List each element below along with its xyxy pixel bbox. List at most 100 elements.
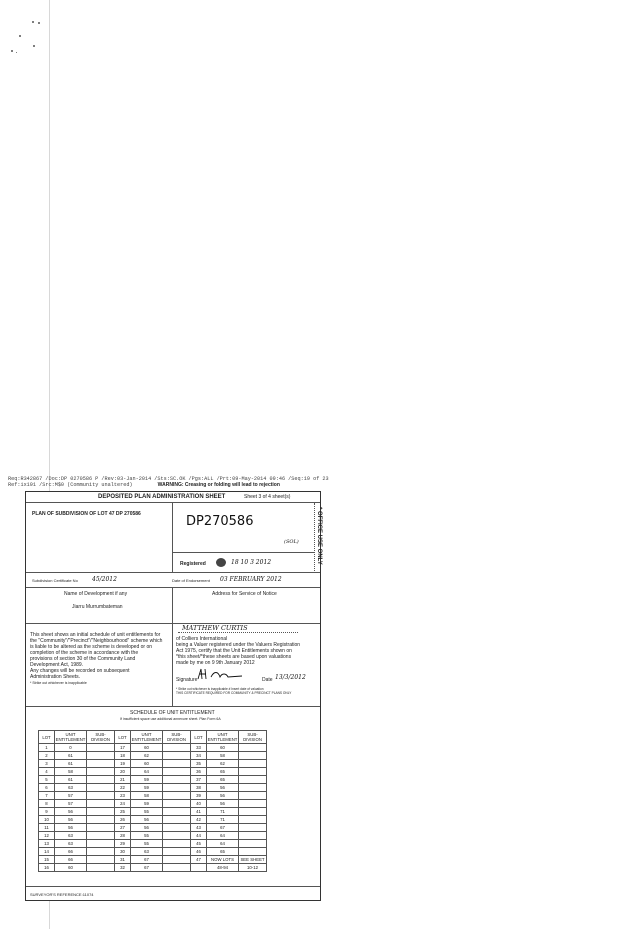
table-cell: 45 — [190, 839, 207, 848]
valuer-signature — [197, 668, 243, 680]
table-cell — [86, 775, 115, 784]
table-cell: 62 — [206, 759, 239, 768]
table-cell — [86, 807, 115, 816]
surveyor-reference: SURVEYOR'S REFERENCE:11074 — [30, 892, 94, 897]
table-cell: 64 — [130, 767, 163, 776]
table-cell: 55 — [130, 831, 163, 840]
table-cell: 19 — [114, 759, 131, 768]
table-cell: 16 — [38, 863, 55, 872]
scan-speck — [11, 50, 13, 52]
table-cell: 7 — [38, 791, 55, 800]
table-cell: 65 — [206, 775, 239, 784]
table-cell — [238, 799, 267, 808]
table-cell: 25 — [114, 807, 131, 816]
table-cell — [190, 863, 207, 872]
table-cell — [238, 775, 267, 784]
table-cell: 61 — [54, 775, 87, 784]
table-cell: 63 — [54, 839, 87, 848]
table-cell: 14 — [38, 847, 55, 856]
table-cell: 71 — [206, 815, 239, 824]
table-cell: 57 — [54, 799, 87, 808]
table-cell: 61 — [54, 751, 87, 760]
office-use-label: * OFFICE USE ONLY — [316, 507, 322, 565]
table-cell: 31 — [114, 855, 131, 864]
table-cell — [86, 839, 115, 848]
col-header: UNIT ENTITLEMENT — [54, 730, 87, 744]
para-line: Act 1975, certify that the Unit Entitlem… — [176, 648, 292, 654]
table-cell — [86, 783, 115, 792]
table-cell: 1 — [38, 743, 55, 752]
table-cell: 13 — [38, 839, 55, 848]
table-cell: 62 — [130, 751, 163, 760]
certificate-row: Subdivision Certificate No 45/2012 Date … — [26, 573, 320, 588]
table-cell: 15 — [38, 855, 55, 864]
address-label: Address for Service of Notice — [212, 591, 277, 597]
table-cell: 35 — [190, 759, 207, 768]
scan-edge-line — [49, 0, 50, 929]
table-cell — [86, 847, 115, 856]
development-row: Name of Development if any Jiarru Murrum… — [26, 588, 320, 624]
para-line: the "Community"/"Precinct"/"Neighbourhoo… — [30, 638, 163, 644]
para-line: Any changes will be recorded on subseque… — [30, 668, 130, 674]
schedule-table-wrap: LOT UNIT ENTITLEMENT SUB-DIVISION LOT UN… — [26, 730, 320, 872]
table-cell — [86, 767, 115, 776]
subdivision-cert-label: Subdivision Certificate No — [32, 578, 78, 583]
table-cell — [162, 799, 191, 808]
table-cell: 60 — [54, 863, 87, 872]
registration-seal — [216, 558, 226, 567]
table-cell: 65 — [206, 767, 239, 776]
table-cell: 56 — [54, 807, 87, 816]
table-cell — [238, 807, 267, 816]
table-cell — [162, 791, 191, 800]
table-cell: 10 — [38, 815, 55, 824]
table-cell — [162, 855, 191, 864]
schedule-table: LOT UNIT ENTITLEMENT SUB-DIVISION LOT UN… — [38, 730, 267, 872]
para-line: is liable to be altered as the scheme is… — [30, 644, 153, 650]
col-header: UNIT ENTITLEMENT — [130, 730, 163, 744]
table-cell: 59 — [130, 783, 163, 792]
table-cell: 34 — [190, 751, 207, 760]
table-cell: 56 — [130, 815, 163, 824]
table-cell: 21 — [114, 775, 131, 784]
table-cell: 41 — [190, 807, 207, 816]
table-cell: 29 — [114, 839, 131, 848]
table-cell: 56 — [206, 791, 239, 800]
table-cell: 4 — [38, 767, 55, 776]
table-cell: 0 — [54, 743, 87, 752]
scan-speck — [19, 35, 21, 37]
signature-label: Signature — [176, 677, 198, 683]
table-cell — [86, 799, 115, 808]
table-cell: 42 — [190, 815, 207, 824]
table-cell: 37 — [190, 775, 207, 784]
plan-of-label: PLAN OF SUBDIVISION OF LOT 47 DP 270586 — [32, 511, 141, 517]
table-cell — [86, 815, 115, 824]
table-cell — [238, 791, 267, 800]
table-cell: 63 — [130, 847, 163, 856]
registered-label: Registered — [180, 561, 206, 567]
para-line: completion of the scheme in accordance w… — [30, 650, 139, 656]
table-cell — [238, 767, 267, 776]
schedule-header-row: LOT UNIT ENTITLEMENT SUB-DIVISION LOT UN… — [38, 730, 267, 744]
table-cell: 64 — [206, 831, 239, 840]
table-cell — [162, 743, 191, 752]
plan-row: PLAN OF SUBDIVISION OF LOT 47 DP 270586 … — [26, 503, 320, 573]
table-cell: 5 — [38, 775, 55, 784]
table-cell — [162, 775, 191, 784]
table-cell: 56 — [54, 823, 87, 832]
table-cell: 12 — [38, 831, 55, 840]
table-cell: 60 — [130, 759, 163, 768]
para-line: *this sheet/*these sheets are based upon… — [176, 654, 292, 660]
surveyor-row: SURVEYOR'S REFERENCE:11074 — [26, 886, 320, 901]
table-cell — [238, 759, 267, 768]
table-cell: 11 — [38, 823, 55, 832]
table-cell: 17 — [114, 743, 131, 752]
col-header: LOT — [38, 730, 55, 744]
table-cell: 67 — [130, 855, 163, 864]
